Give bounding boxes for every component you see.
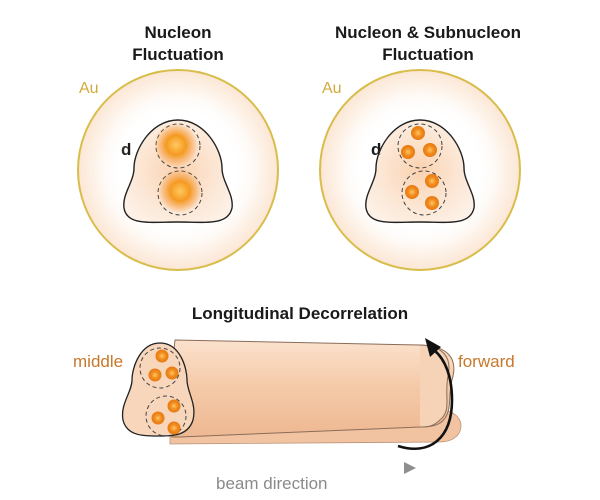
nucleon-panel [77,69,279,271]
longitudinal-tube [121,339,462,445]
au-label-left: Au [79,80,99,97]
nucleon-title: Nucleon Fluctuation [98,22,258,66]
subnucleon-hotspot [423,143,437,157]
subnucleon-title-line2: Fluctuation [382,45,474,64]
subnucleon-hotspot [425,196,439,210]
nucleon-dashed-top-right [397,123,443,169]
subnucleon-hotspot [405,185,419,199]
subnucleon-title: Nucleon & Subnucleon Fluctuation [318,22,538,66]
au-label-right: Au [322,80,342,97]
subnucleon-hotspot [155,349,169,363]
beam-direction-arrow [147,462,416,474]
nucleon-dashed-bottom-right [401,170,447,216]
nucleon-dashed-bottom [157,170,203,216]
longitudinal-title: Longitudinal Decorrelation [191,304,409,323]
nucleon-title-line2: Fluctuation [132,45,224,64]
subnucleon-panel [319,69,521,271]
subnucleon-title-line1: Nucleon & Subnucleon [334,23,522,42]
beam-direction-label: beam direction [216,474,328,493]
subnucleon-hotspot [401,145,415,159]
subnucleon-hotspot [425,174,439,188]
nucleon-hotspot-top [154,123,198,167]
tube-body [169,339,455,438]
forward-label: forward [458,352,515,371]
nucleon-hotspot-bottom [158,169,202,213]
middle-label: middle [73,352,124,371]
subnucleon-hotspot [151,411,165,425]
rotation-arrow [397,338,454,451]
subnucleon-hotspot [167,421,181,435]
subnucleon-hotspot [411,126,425,140]
cross-section-dashed-bottom [145,395,187,437]
rotation-arrow-curve [397,349,454,451]
rotation-arrow-head [425,338,441,357]
subnucleon-hotspot [148,368,162,382]
nucleon-title-line1: Nucleon [144,23,212,42]
subnucleon-hotspot [167,399,181,413]
tube-end-cap [419,344,450,428]
subnucleon-hotspot [165,366,179,380]
nucleon-dashed-top [155,123,201,169]
beam-arrow-head [404,462,416,474]
cross-section-dashed-top [139,347,181,389]
